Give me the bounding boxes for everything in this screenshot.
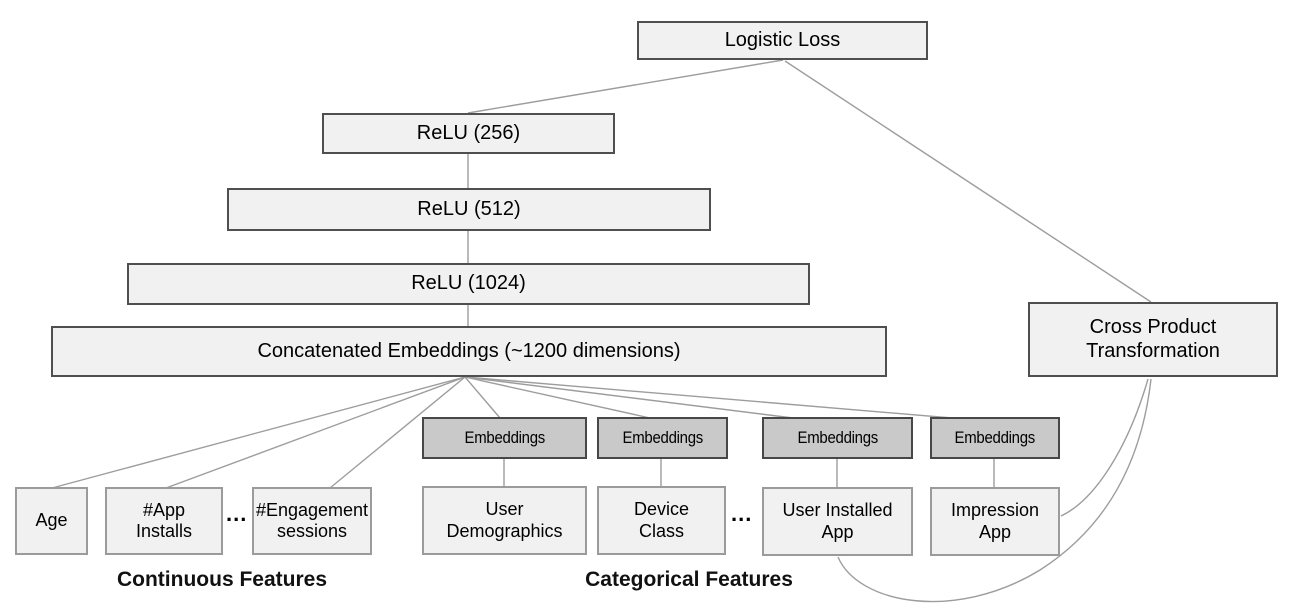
node-cross-product-transformation: Cross Product Transformation xyxy=(1028,302,1278,377)
node-age: Age xyxy=(15,487,88,555)
node-impression-app: Impression App xyxy=(930,487,1060,556)
node-engagement-sessions: #Engagement sessions xyxy=(252,487,372,555)
edge-logistic-loss-to-relu256 xyxy=(467,59,784,114)
ellipsis-continuous: ... xyxy=(226,501,248,526)
embeddings-label: Embeddings xyxy=(954,427,1036,447)
node-embeddings-4: Embeddings xyxy=(930,417,1060,459)
node-logistic-loss: Logistic Loss xyxy=(637,21,928,60)
node-relu-512: ReLU (512) xyxy=(227,188,711,231)
edge-concat-to-app-installs xyxy=(165,376,466,489)
ellipsis-categorical: ... xyxy=(731,501,753,526)
edge-user-installed-app-to-cross-product xyxy=(837,378,1152,603)
edge-logistic-loss-to-cross-product xyxy=(784,60,1152,303)
node-user-installed-app: User Installed App xyxy=(762,487,913,556)
node-embeddings-2: Embeddings xyxy=(597,417,728,459)
embeddings-label: Embeddings xyxy=(622,427,703,447)
edge-concat-to-embeddings-3 xyxy=(464,376,794,419)
embeddings-label: Embeddings xyxy=(464,427,545,447)
edge-concat-to-embeddings-1 xyxy=(464,376,501,419)
node-app-installs: #App Installs xyxy=(105,487,223,555)
label-continuous-features: Continuous Features xyxy=(116,568,327,591)
node-embeddings-1: Embeddings xyxy=(422,417,587,459)
node-device-class: Device Class xyxy=(597,486,726,555)
edge-concat-to-embeddings-2 xyxy=(464,376,651,419)
edge-concat-to-engagement xyxy=(329,376,466,489)
edge-concat-to-age xyxy=(51,376,466,489)
node-user-demographics: User Demographics xyxy=(422,486,587,555)
embeddings-label: Embeddings xyxy=(797,427,878,447)
edge-concat-to-embeddings-4 xyxy=(464,376,953,419)
label-categorical-features: Categorical Features xyxy=(585,568,793,591)
node-relu-1024: ReLU (1024) xyxy=(127,263,810,305)
node-concatenated-embeddings: Concatenated Embeddings (~1200 dimension… xyxy=(51,326,887,377)
node-relu-256: ReLU (256) xyxy=(322,113,615,154)
node-embeddings-3: Embeddings xyxy=(762,417,913,459)
edge-impression-app-to-cross-product xyxy=(1060,378,1149,517)
